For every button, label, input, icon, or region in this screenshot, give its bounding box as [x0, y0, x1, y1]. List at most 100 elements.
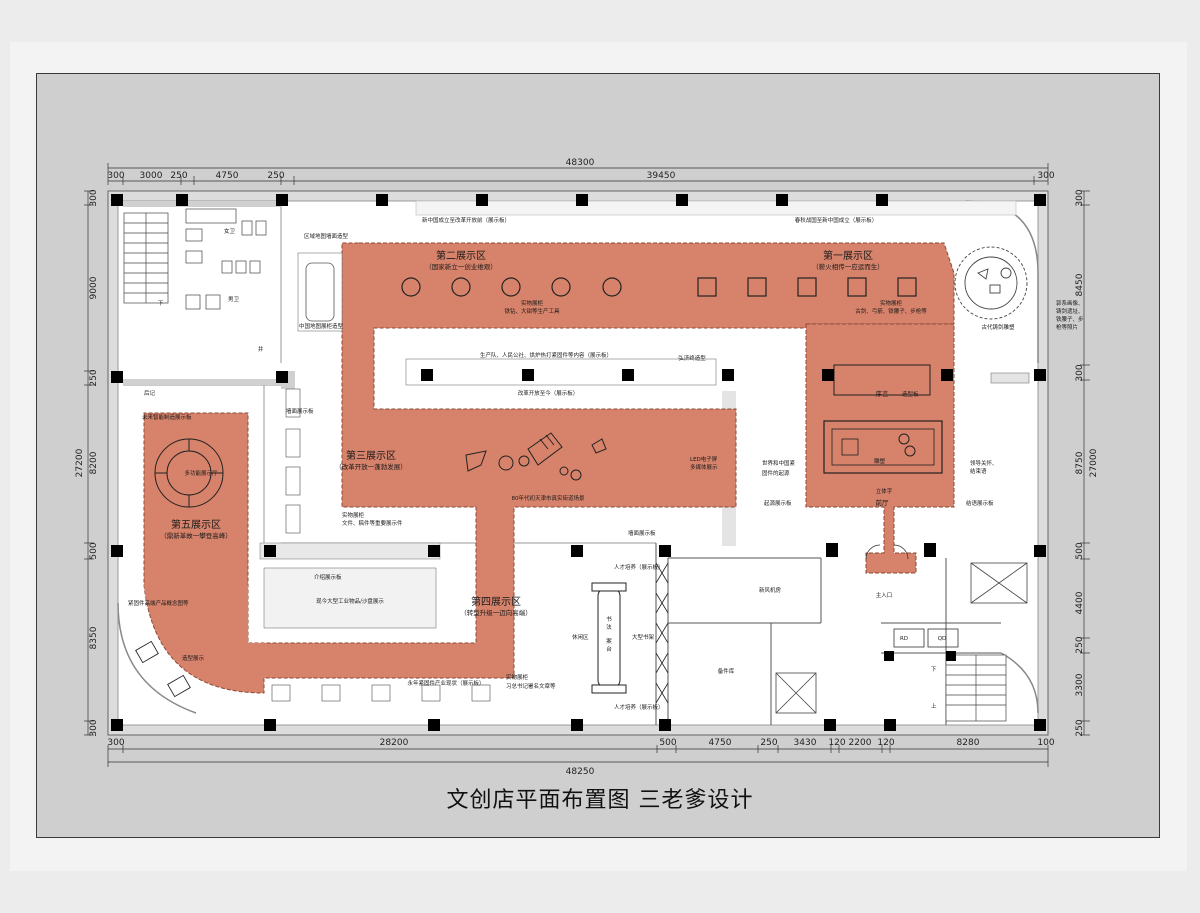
label-showcase-4: 实物展柜 — [506, 673, 529, 681]
label-showcase-2-sub: 铁钻、大钳等生产工具 — [504, 307, 560, 315]
dim-bottom-seg: 300 — [107, 738, 124, 748]
dim-left-seg: 9000 — [89, 276, 99, 299]
dim-bottom-seg: 120 — [828, 738, 845, 748]
label-solid-text: 立体字 — [876, 487, 893, 495]
label-toilet-f: 女卫 — [224, 227, 236, 235]
label-yongnian-board: 永年紧固件产业现状（展示板） — [407, 679, 484, 687]
label-regional-map: 区域地图墙面造型 — [304, 232, 349, 240]
label-showcase-1: 实物展柜 — [880, 299, 903, 307]
label-preface: 序言 — [876, 389, 890, 398]
dimension-lines — [84, 163, 1090, 767]
dim-right-seg: 250 — [1075, 636, 1085, 653]
label-calligraphy: 台 — [606, 645, 612, 653]
dim-top-seg: 300 — [1037, 171, 1054, 181]
label-rd: RD — [900, 636, 908, 642]
label-calligraphy: 法 — [606, 623, 612, 631]
label-calligraphy: 书 — [606, 615, 612, 623]
label-showcase-3: 实物展柜 — [342, 511, 365, 519]
elevator-shafts — [775, 562, 1028, 714]
zone-2-title: 第二展示区 — [436, 249, 486, 262]
dim-top-sub: 39450 — [647, 171, 676, 181]
dim-left-seg: 8200 — [89, 451, 99, 474]
zone-5-subtitle: （鼎新革故一攀登高峰） — [160, 531, 232, 540]
dim-top-seg: 250 — [267, 171, 284, 181]
label-toilet-m: 男卫 — [228, 296, 240, 303]
exhibition-zones — [143, 242, 955, 694]
label-side-item: 郭系画像、 — [1056, 299, 1084, 307]
label-multimedia-hall: 多功能展示厅 — [184, 469, 218, 477]
dim-right-total: 27000 — [1089, 448, 1099, 477]
label-shaft: 井 — [258, 345, 264, 353]
label-fresh-air: 新风机房 — [759, 586, 782, 594]
columns — [111, 194, 1046, 731]
dim-right-seg: 4400 — [1075, 591, 1085, 614]
label-stair2-down: 下 — [931, 666, 937, 673]
dim-right-seg: 500 — [1075, 542, 1085, 559]
ancient-sculpture-icon — [954, 246, 1028, 320]
zone-1-title: 第一展示区 — [823, 249, 873, 262]
label-calligraphy: 案 — [606, 637, 612, 645]
restroom-fixtures — [185, 208, 267, 310]
stair-left — [123, 212, 169, 304]
label-showcase-1-sub: 古剑、弓箭、铁腰子、步枪等 — [855, 307, 927, 315]
label-intro-board: 介绍展示板 — [314, 573, 342, 581]
dim-top-seg: 3000 — [140, 171, 163, 181]
label-new-china-board: 新中国成立至改革开放前（展示板） — [422, 216, 510, 224]
label-showcase-4-sub: 习总书记署名文章等 — [506, 682, 556, 690]
dim-left-seg: 8350 — [89, 626, 99, 649]
multimedia-hall-icon — [154, 438, 224, 508]
dimension-ticks — [84, 163, 1090, 767]
dim-left-seg: 300 — [89, 189, 99, 206]
bookshelf — [655, 562, 669, 704]
dim-bottom-seg: 28200 — [380, 738, 409, 748]
zone-titles: 第一展示区 （薪火相传一应运而生） 第二展示区 （国家新立一创业维艰） 第三展示… — [160, 249, 884, 617]
label-side-item: 枪等照片 — [1056, 323, 1078, 331]
label-high-end-board: 紧固件高端产品概念图等 — [128, 599, 189, 607]
dim-right-seg: 8450 — [1075, 273, 1085, 296]
label-front-hall: 前厅 — [876, 498, 890, 507]
dim-right-seg: 8750 — [1075, 451, 1085, 474]
street-scene-sketch — [465, 432, 607, 481]
label-qd: QD — [938, 636, 947, 642]
label-preface-model: 造型板 — [902, 390, 919, 398]
zone-1-block — [805, 323, 955, 574]
label-epilogue: 后记 — [144, 389, 156, 397]
label-ending-board: 结语展示板 — [966, 499, 994, 507]
dim-bottom-seg: 120 — [877, 738, 894, 748]
zone-3-subtitle: （改革开放一蓬勃发展） — [335, 462, 407, 471]
stair-right — [945, 654, 1007, 722]
zone-5-title: 第五展示区 — [171, 518, 221, 531]
floor-plan: 48300 39450 300 3000 250 4750 250 300 48… — [75, 158, 1099, 777]
zone-5-curve — [144, 585, 264, 678]
label-multimedia-show: 多媒体展示 — [690, 463, 718, 471]
label-production-board: 生产队、人民公社、烘炉热打紧固件等内容（展示板） — [480, 351, 612, 359]
dim-top-seg: 4750 — [216, 171, 239, 181]
showcase-circles — [401, 277, 622, 297]
label-stair2-up: 上 — [931, 702, 937, 710]
label-china-map: 中国地图展柜造型 — [299, 322, 344, 330]
label-reform-board: 改革开放至今（展示板） — [518, 389, 579, 397]
label-side-item: 铸剑遗址、 — [1056, 307, 1084, 315]
label-world-china: 固件的起源 — [762, 469, 790, 477]
dim-top-seg: 250 — [170, 171, 187, 181]
dim-bottom-seg: 250 — [760, 738, 777, 748]
label-large-industrial: 现今大型工业物品/沙盘展示 — [316, 597, 384, 605]
dim-left-seg: 250 — [89, 369, 99, 386]
label-tianjin-scene: 80年代初天津市真实街道场景 — [512, 494, 585, 502]
label-ancient-sculpture: 古代铸剑雕塑 — [981, 323, 1015, 331]
preface-frame — [823, 364, 943, 474]
dim-bottom-seg: 100 — [1037, 738, 1054, 748]
dim-right-seg: 250 — [1075, 719, 1085, 736]
dim-bottom-total: 48250 — [566, 767, 595, 777]
entrance-doors — [865, 544, 959, 648]
dim-bottom-seg: 2200 — [849, 738, 872, 748]
label-side-item: 铁腰子、步 — [1056, 315, 1084, 323]
label-world-china: 世界和中国紧 — [762, 459, 796, 467]
label-showcase-2: 实物展柜 — [521, 299, 544, 307]
dim-top-total: 48300 — [566, 158, 595, 168]
label-bookshelf: 大型书架 — [632, 633, 655, 641]
zone-4-title: 第四展示区 — [471, 595, 521, 608]
label-leader-care: 结束语 — [970, 467, 987, 475]
zone-3-title: 第三展示区 — [346, 449, 396, 462]
